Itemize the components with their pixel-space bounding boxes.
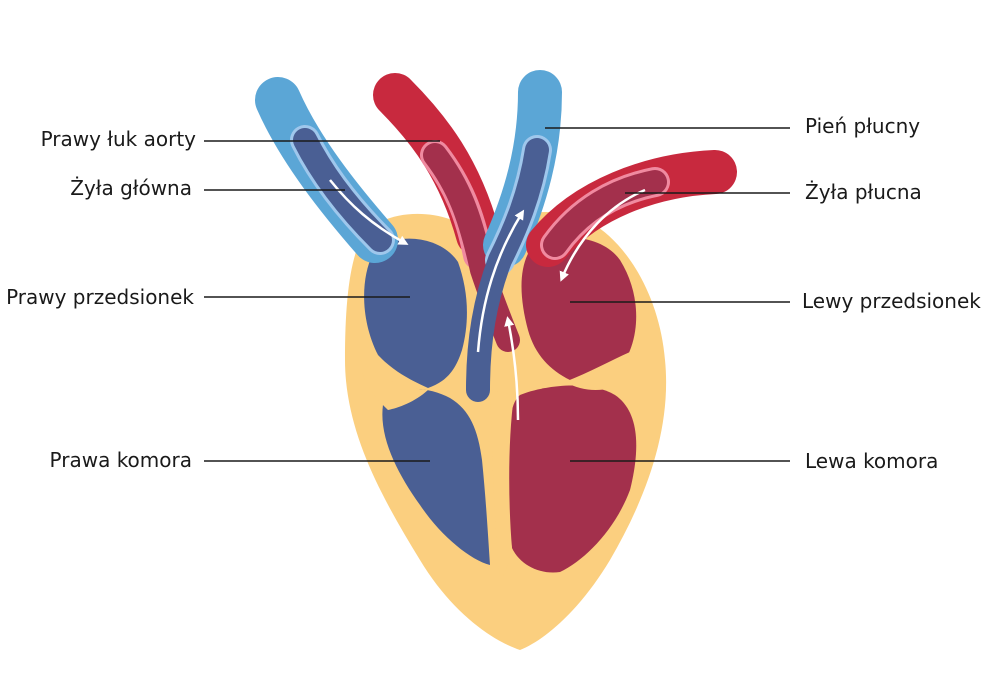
right-ventricle	[382, 388, 490, 565]
flow-arrow-vena-cava	[329, 179, 409, 245]
label-left-ventricle: Lewa komora	[805, 449, 939, 473]
septum-tongue-right	[360, 360, 428, 410]
septum-tongue-left	[565, 352, 631, 390]
flow-arrow-pulmonary-vein	[559, 188, 646, 282]
label-right-atrium: Prawy przedsionek	[6, 285, 194, 309]
label-pulmonary-trunk: Pień płucny	[805, 114, 921, 138]
septum-center	[490, 390, 514, 580]
left-atrium	[521, 237, 637, 380]
right-aortic-arch-core	[423, 143, 520, 352]
label-vena-cava: Żyła główna	[70, 176, 192, 200]
flow-arrow-aorta	[504, 316, 520, 421]
vena-cava-core	[293, 128, 392, 252]
left-ventricle	[506, 385, 637, 573]
flow-arrow-pulmonary-trunk	[476, 209, 525, 353]
right-atrium	[364, 238, 467, 388]
label-left-atrium: Lewy przedsionek	[802, 289, 981, 313]
pulmonary-vein-core	[543, 170, 667, 257]
label-pulmonary-vein: Żyła płucna	[805, 180, 922, 204]
label-right-aortic-arch: Prawy łuk aorty	[40, 127, 196, 151]
pulmonary-trunk-core	[466, 138, 549, 402]
label-right-ventricle: Prawa komora	[49, 448, 192, 472]
